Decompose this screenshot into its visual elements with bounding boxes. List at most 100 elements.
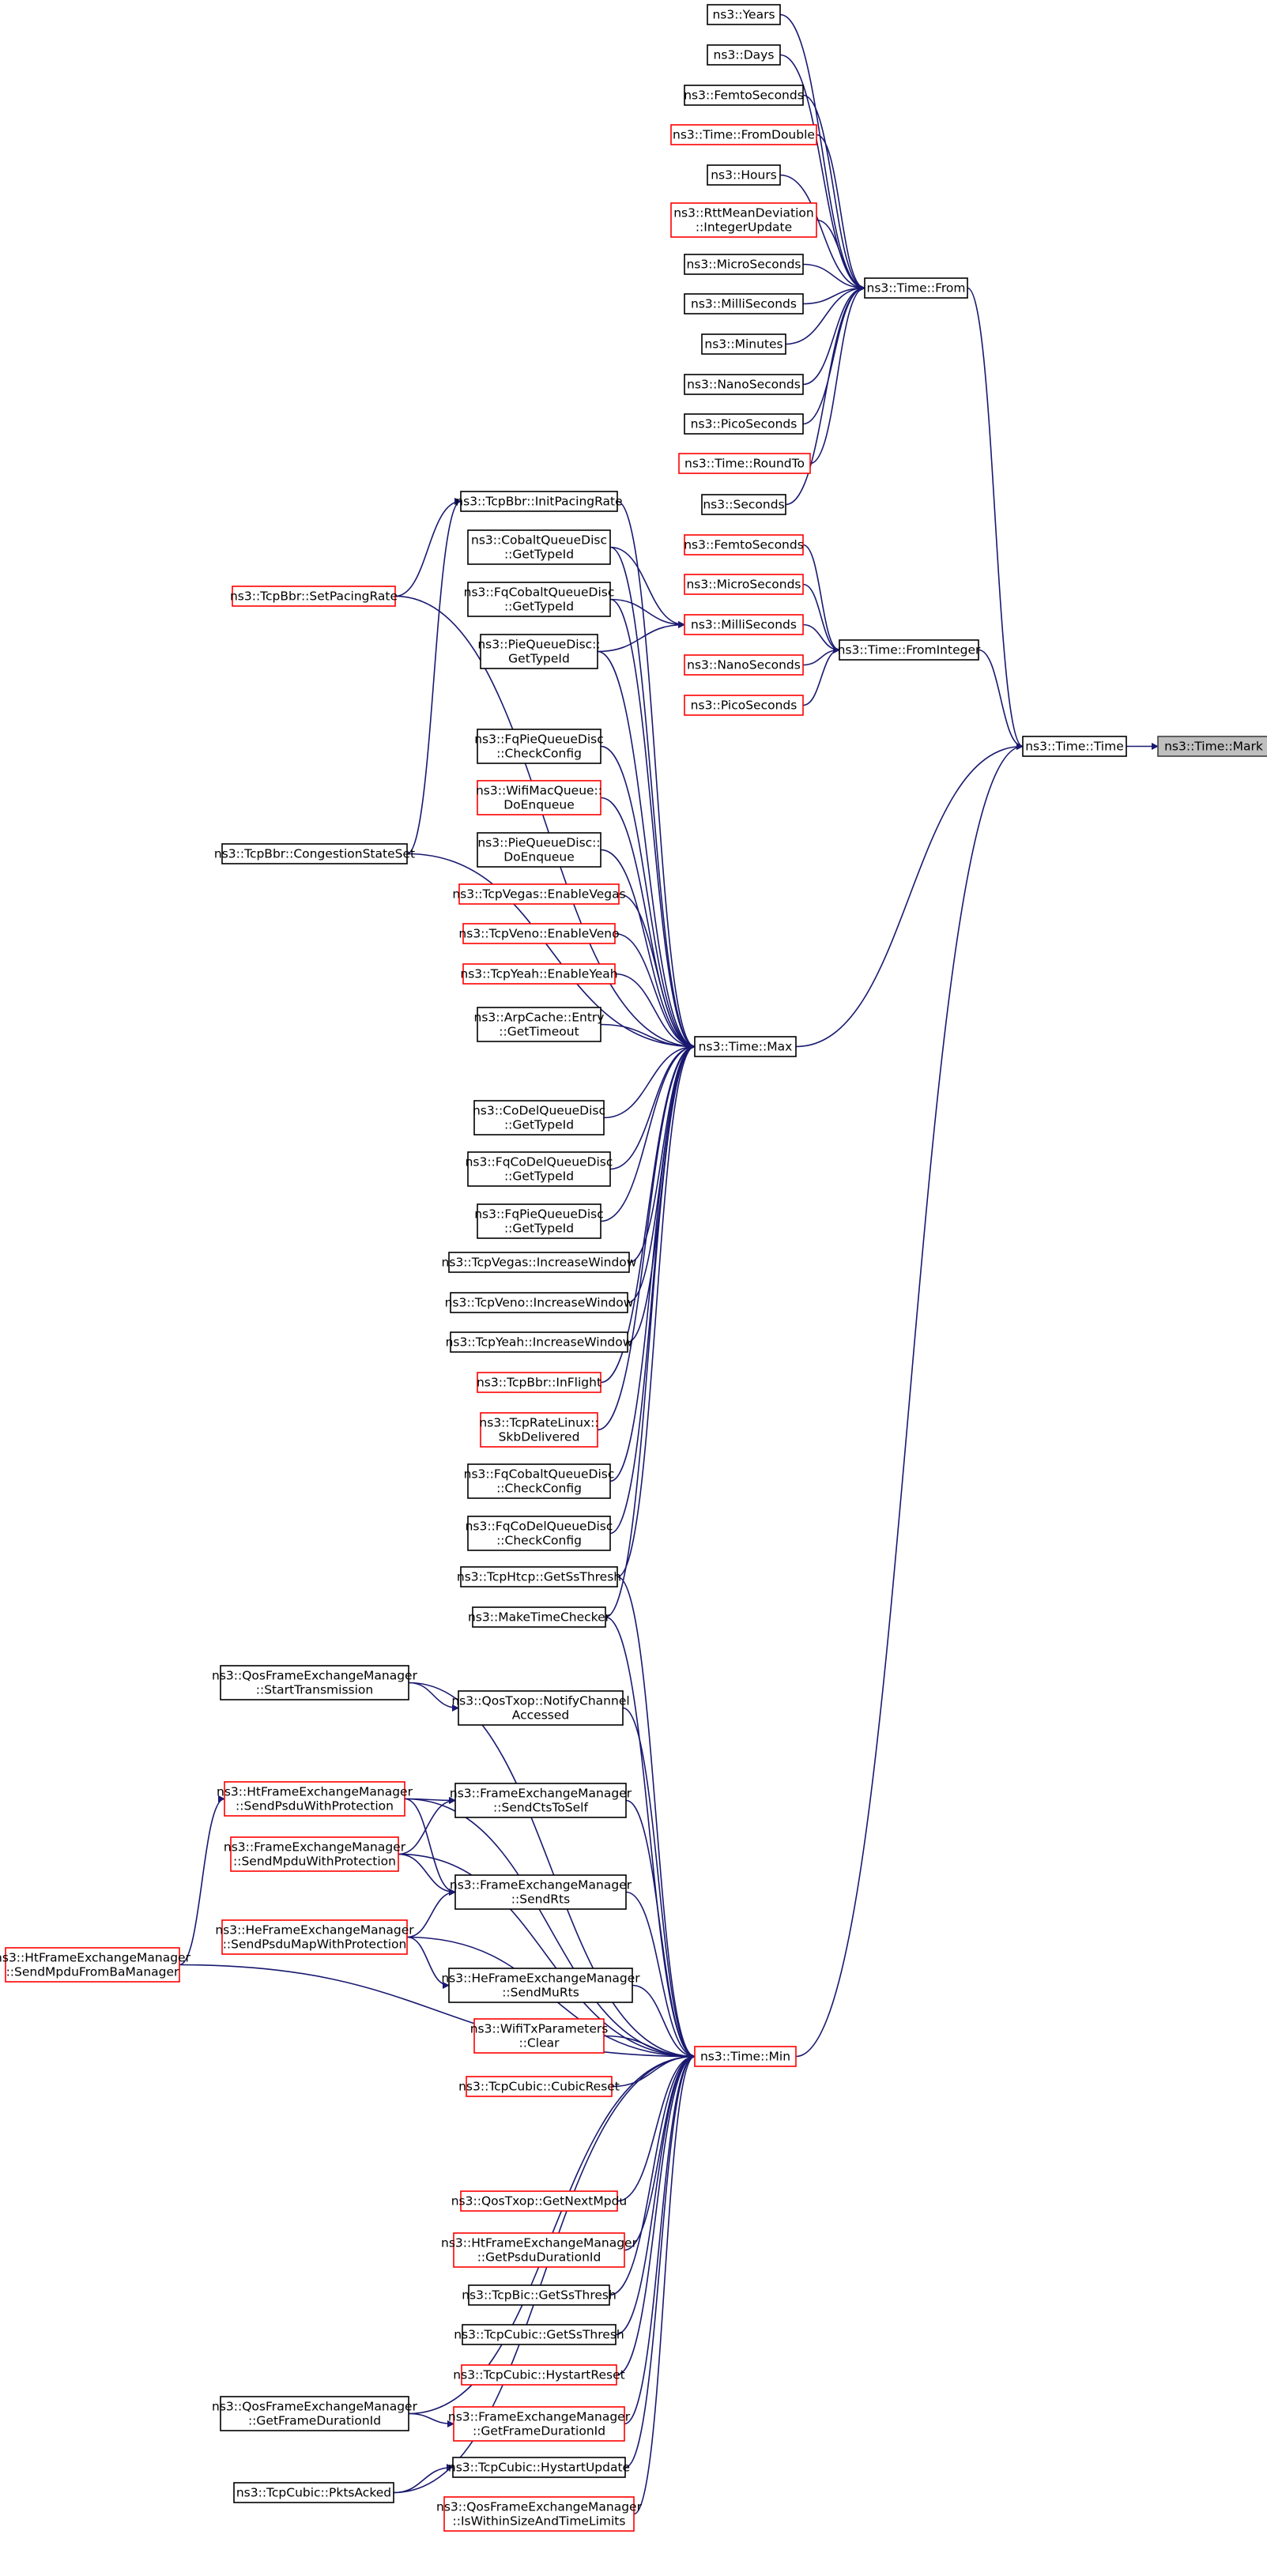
node-qosstarttx[interactable]: ns3::QosFrameExchangeManager::StartTrans… <box>212 1665 418 1700</box>
node-from[interactable]: ns3::Time::From <box>864 277 968 299</box>
edge-codelgettype-to-max <box>603 1043 696 1119</box>
node-femto2[interactable]: ns3::FemtoSeconds <box>684 534 804 555</box>
node-maketimechecker[interactable]: ns3::MakeTimeChecker <box>468 1606 611 1628</box>
node-sendmpdu[interactable]: ns3::FrameExchangeManager::SendMpduWithP… <box>224 1836 406 1872</box>
node-sendcts[interactable]: ns3::FrameExchangeManager::SendCtsToSelf <box>450 1783 632 1818</box>
node-qosiswithin[interactable]: ns3::QosFrameExchangeManager::IsWithinSi… <box>436 2496 643 2532</box>
node-wifitxclear-box <box>473 2018 605 2054</box>
node-femto1[interactable]: ns3::FemtoSeconds <box>684 85 804 106</box>
node-codelgettype-label-1: ::GetTypeId <box>504 1118 574 1132</box>
node-cubicssthresh[interactable]: ns3::TcpCubic::GetSsThresh <box>454 2324 624 2345</box>
node-sendcts-box <box>454 1783 627 1818</box>
node-milli2[interactable]: ns3::MilliSeconds <box>684 614 804 635</box>
node-rttmean-label-1: ::IntegerUpdate <box>696 220 792 235</box>
node-rttmean[interactable]: ns3::RttMeanDeviation::IntegerUpdate <box>670 202 817 238</box>
node-minutes[interactable]: ns3::Minutes <box>701 333 786 355</box>
node-yeahinc[interactable]: ns3::TcpYeah::IncreaseWindow <box>446 1331 633 1353</box>
edge-hystartreset-to-min <box>616 2053 696 2376</box>
node-htsendpsdu[interactable]: ns3::HtFrameExchangeManager::SendPsduWit… <box>217 1781 413 1817</box>
node-hystartupdate[interactable]: ns3::TcpCubic::HystartUpdate <box>448 2457 630 2478</box>
node-yeahenable[interactable]: ns3::TcpYeah::EnableYeah <box>460 963 618 985</box>
node-days[interactable]: ns3::Days <box>707 44 781 66</box>
node-hours[interactable]: ns3::Hours <box>707 164 781 186</box>
node-fqcobaltcheck-box <box>467 1463 611 1499</box>
node-seconds[interactable]: ns3::Seconds <box>701 494 786 515</box>
node-years[interactable]: ns3::Years <box>707 4 781 25</box>
node-hesendpsdumap[interactable]: ns3::HeFrameExchangeManager::SendPsduMap… <box>215 1919 414 1955</box>
node-wifimacdoenq[interactable]: ns3::WifiMacQueue::DoEnqueue <box>476 780 602 815</box>
edge-initpacing-to-max <box>617 500 696 1050</box>
node-fqpiegettype[interactable]: ns3::FqPieQueueDisc::GetTypeId <box>474 1203 604 1239</box>
node-fqpiecheck-label-1: ::CheckConfig <box>496 747 582 761</box>
node-time[interactable]: ns3::Time::Time <box>1022 736 1127 757</box>
node-fqcobaltcheck-label-1: ::CheckConfig <box>496 1482 582 1496</box>
node-codelgettype[interactable]: ns3::CoDelQueueDisc::GetTypeId <box>473 1100 605 1135</box>
node-pktsacked[interactable]: ns3::TcpCubic::PktsAcked <box>233 2482 394 2503</box>
node-inflight[interactable]: ns3::TcpBbr::InFlight <box>477 1372 601 1393</box>
node-from-label-0: ns3::Time::From <box>867 281 966 296</box>
edge-from-to-time <box>967 287 1024 750</box>
node-hours-box <box>707 164 781 186</box>
node-min[interactable]: ns3::Time::Min <box>694 2046 797 2067</box>
node-micro2[interactable]: ns3::MicroSeconds <box>684 574 804 595</box>
node-qostxopnextmpdu-box <box>460 2190 618 2212</box>
node-fromdouble[interactable]: ns3::Time::FromDouble <box>670 124 817 145</box>
edge-fqcobaltgettype-to-max <box>609 598 696 1050</box>
node-cubicreset[interactable]: ns3::TcpCubic::CubicReset <box>458 2076 620 2097</box>
node-fmframedur[interactable]: ns3::FrameExchangeManager::GetFrameDurat… <box>448 2406 631 2442</box>
node-cobaltgettype[interactable]: ns3::CobaltQueueDisc::GetTypeId <box>467 529 611 565</box>
node-micro1[interactable]: ns3::MicroSeconds <box>684 254 804 275</box>
node-hesendmurts[interactable]: ns3::HeFrameExchangeManager::SendMuRts <box>441 1968 640 2003</box>
node-hystartreset[interactable]: ns3::TcpCubic::HystartReset <box>453 2364 625 2386</box>
node-htcpssthresh[interactable]: ns3::TcpHtcp::GetSsThresh <box>457 1566 621 1587</box>
node-vegasenable[interactable]: ns3::TcpVegas::EnableVegas <box>452 883 626 905</box>
node-htsendpsdu-label-1: ::SendPsduWithProtection <box>236 1799 394 1813</box>
node-roundto[interactable]: ns3::Time::RoundTo <box>678 453 811 474</box>
node-piedoenq[interactable]: ns3::PieQueueDisc::DoEnqueue <box>477 832 601 868</box>
node-fqcodelgettype[interactable]: ns3::FqCoDelQueueDisc::GetTypeId <box>466 1151 613 1187</box>
node-fqcodelcheck[interactable]: ns3::FqCoDelQueueDisc::CheckConfig <box>466 1516 613 1551</box>
node-htsendmpduba[interactable]: ns3::HtFrameExchangeManager::SendMpduFro… <box>0 1947 191 1983</box>
node-fqpiegettype-label-1: ::GetTypeId <box>504 1222 574 1236</box>
node-pico1[interactable]: ns3::PicoSeconds <box>684 413 804 435</box>
node-mark[interactable]: ns3::Time::Mark <box>1157 736 1267 757</box>
node-wifitxclear[interactable]: ns3::WifiTxParameters::Clear <box>470 2018 609 2054</box>
node-congstate[interactable]: ns3::TcpBbr::CongestionStateSet <box>214 843 415 864</box>
node-skbdelivered[interactable]: ns3::TcpRateLinux::SkbDelivered <box>479 1412 599 1448</box>
edge-venoenable-to-max <box>614 932 696 1050</box>
node-yeahenable-box <box>462 963 616 985</box>
node-venoenable[interactable]: ns3::TcpVeno::EnableVeno <box>458 923 620 944</box>
node-qostxopnextmpdu[interactable]: ns3::QosTxop::GetNextMpdu <box>451 2190 628 2212</box>
node-piegettype[interactable]: ns3::PieQueueDisc::GetTypeId <box>477 634 601 669</box>
node-fromint[interactable]: ns3::Time::FromInteger <box>838 639 981 661</box>
node-bicssthresh[interactable]: ns3::TcpBic::GetSsThresh <box>462 2284 617 2306</box>
node-setpacing-box <box>232 586 396 607</box>
node-sendrts[interactable]: ns3::FrameExchangeManager::SendRts <box>450 1874 632 1910</box>
node-htsendmpduba-label-0: ns3::HtFrameExchangeManager <box>0 1951 191 1965</box>
node-milli1[interactable]: ns3::MilliSeconds <box>684 293 804 314</box>
node-fqcobaltcheck[interactable]: ns3::FqCobaltQueueDisc::CheckConfig <box>464 1463 615 1499</box>
node-qostxopnotify-label-1: Accessed <box>512 1708 569 1723</box>
node-arpentry[interactable]: ns3::ArpCache::Entry::GetTimeout <box>474 1007 605 1042</box>
node-piedoenq-box <box>477 832 601 868</box>
node-htcpssthresh-label-0: ns3::TcpHtcp::GetSsThresh <box>457 1570 621 1584</box>
node-milli1-label-0: ns3::MilliSeconds <box>691 297 797 311</box>
node-vegasinc[interactable]: ns3::TcpVegas::IncreaseWindow <box>442 1252 637 1273</box>
node-fmframedur-label-0: ns3::FrameExchangeManager <box>448 2410 631 2424</box>
node-htpsdudur[interactable]: ns3::HtFrameExchangeManager::GetPsduDura… <box>441 2232 638 2268</box>
node-venoinc[interactable]: ns3::TcpVeno::IncreaseWindow <box>445 1292 634 1313</box>
node-fqpiecheck[interactable]: ns3::FqPieQueueDisc::CheckConfig <box>474 729 604 764</box>
node-max[interactable]: ns3::Time::Max <box>694 1036 797 1057</box>
node-qosframedur[interactable]: ns3::QosFrameExchangeManager::GetFrameDu… <box>212 2396 418 2431</box>
edge-cobaltgettype-to-max <box>609 546 696 1050</box>
node-qostxopnextmpdu-label-0: ns3::QosTxop::GetNextMpdu <box>451 2194 628 2209</box>
node-nano1[interactable]: ns3::NanoSeconds <box>684 374 804 395</box>
node-time-label-0: ns3::Time::Time <box>1025 740 1124 754</box>
node-hystartreset-box <box>461 2364 617 2386</box>
node-pico2[interactable]: ns3::PicoSeconds <box>684 695 804 716</box>
node-initpacing[interactable]: ns3::TcpBbr::InitPacingRate <box>455 491 623 512</box>
node-fqcobaltgettype[interactable]: ns3::FqCobaltQueueDisc::GetTypeId <box>464 582 615 617</box>
node-setpacing[interactable]: ns3::TcpBbr::SetPacingRate <box>230 586 398 607</box>
node-nano2[interactable]: ns3::NanoSeconds <box>684 654 804 676</box>
